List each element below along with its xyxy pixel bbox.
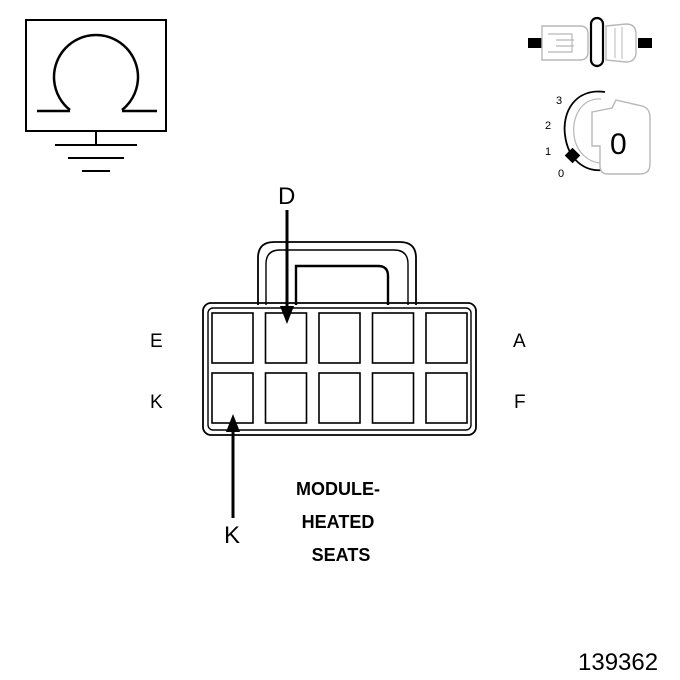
- callout-k-label: K: [224, 522, 240, 549]
- key-position-3: 3: [556, 95, 562, 107]
- ground-symbol-icon: [25, 19, 167, 172]
- callout-k: K: [224, 414, 240, 549]
- key-position-0: 0: [558, 168, 564, 180]
- pin-label-k: K: [150, 392, 163, 413]
- arrow-up-icon: [226, 414, 240, 432]
- connector-cavity: [264, 372, 308, 424]
- pin-label-f: F: [514, 392, 526, 413]
- callout-d-label: D: [278, 183, 295, 210]
- connector-cavity: [425, 312, 468, 364]
- connector-cavity: [371, 312, 415, 364]
- connector-cavity: [211, 372, 254, 424]
- connector-cavity: [371, 372, 415, 424]
- connector-name-line-2: HEATED: [302, 512, 375, 532]
- callout-d: D: [278, 183, 295, 324]
- connector-disconnect-icon: [528, 16, 652, 68]
- connector-cavity: [318, 312, 361, 364]
- connector-cavity: [211, 312, 254, 364]
- key-face-label: 0: [610, 128, 627, 161]
- pin-label-e: E: [150, 331, 163, 352]
- key-position-1: 1: [545, 146, 551, 158]
- figure-number: 139362: [578, 649, 658, 676]
- connector-cavity: [425, 372, 468, 424]
- arrow-down-icon: [280, 306, 294, 324]
- connector-name: MODULE- HEATED SEATS: [296, 479, 380, 565]
- connector-name-line-1: MODULE-: [296, 479, 380, 499]
- connector-name-line-3: SEATS: [312, 545, 371, 565]
- ignition-key-icon: 3 2 1 0 0: [545, 90, 651, 180]
- key-position-2: 2: [545, 120, 551, 132]
- connector-cavities: [211, 312, 468, 424]
- connector-body: [202, 241, 477, 436]
- pin-label-a: A: [513, 331, 526, 352]
- connector-cavity: [318, 372, 361, 424]
